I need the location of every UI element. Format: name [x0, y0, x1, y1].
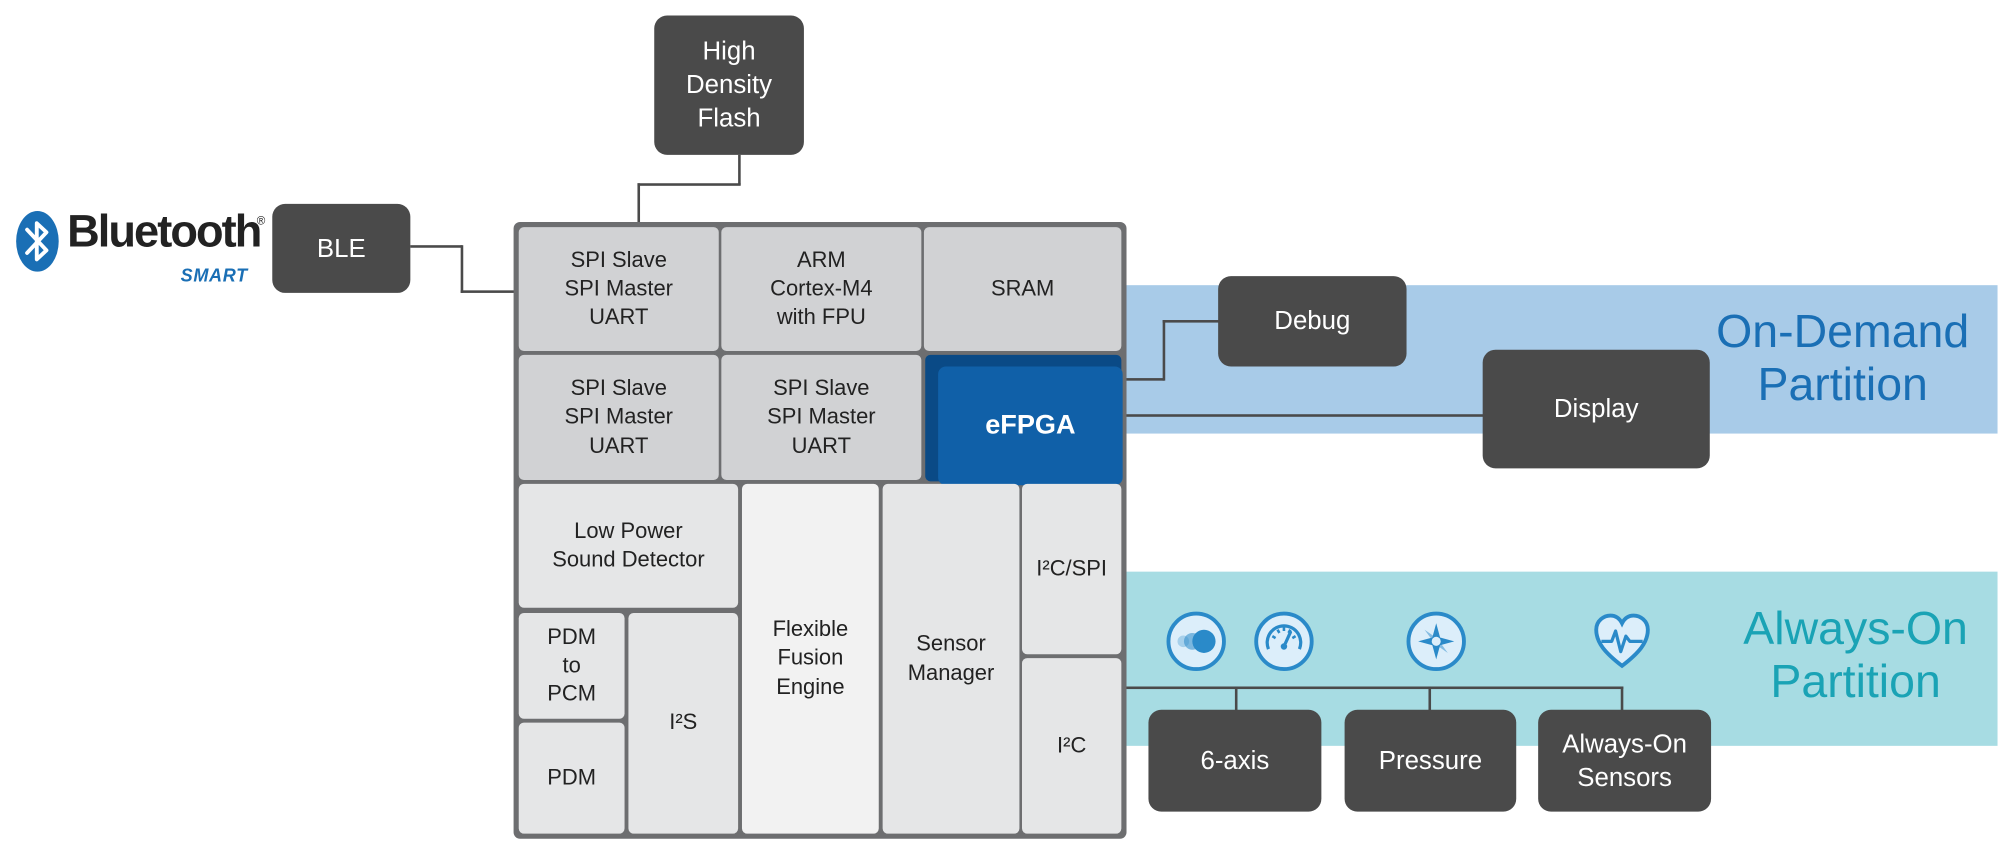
high-density-flash-block: High Density Flash — [654, 15, 804, 155]
connector-ble — [460, 245, 464, 293]
connector-debug — [1162, 320, 1220, 323]
connector-ble — [460, 290, 518, 293]
always-on-partition-label: Always-On Partition — [1743, 601, 1968, 708]
i2c-block: I²C — [1021, 658, 1122, 834]
flexible-fusion-engine-block: Flexible Fusion Engine — [741, 483, 879, 834]
low-power-sound-detector-block: Low Power Sound Detector — [518, 483, 739, 608]
i2c-spi-block: I²C/SPI — [1021, 483, 1122, 655]
pressure-sensor-block: Pressure — [1344, 709, 1517, 812]
efpga-block: eFPGA — [938, 366, 1123, 486]
connector-flash — [637, 183, 741, 186]
connector-debug — [1162, 320, 1166, 381]
sensor-manager-block: Sensor Manager — [882, 483, 1020, 834]
always-on-sensors-block: Always-On Sensors — [1538, 709, 1712, 812]
display-block: Display — [1482, 349, 1710, 469]
ble-block: BLE — [272, 203, 411, 293]
pdm-to-pcm-block: PDM to PCM — [518, 612, 625, 719]
spi-uart-block-3: SPI Slave SPI Master UART — [721, 354, 922, 481]
six-axis-sensor-block: 6-axis — [1148, 709, 1322, 812]
motion-icon — [1166, 611, 1226, 672]
registered-mark: ® — [256, 214, 266, 228]
connector-display — [1125, 414, 1484, 417]
connector-ble — [410, 245, 462, 248]
compass-icon — [1406, 611, 1466, 672]
connector-flash — [738, 154, 741, 185]
bluetooth-icon — [16, 210, 59, 272]
debug-block: Debug — [1218, 276, 1407, 367]
connector-sensor-bus — [1620, 686, 1624, 712]
connector-sensor-bus — [1428, 686, 1432, 712]
bluetooth-smart-tagline: SMART — [180, 264, 248, 286]
sram-block: SRAM — [923, 227, 1122, 351]
bluetooth-wordmark: Bluetooth — [67, 206, 262, 257]
connector-sensor-bus — [1125, 686, 1624, 690]
arm-cortex-m4-block: ARM Cortex-M4 with FPU — [721, 227, 922, 351]
gauge-icon — [1254, 611, 1314, 672]
spi-uart-block-2: SPI Slave SPI Master UART — [518, 354, 719, 481]
heart-rate-icon — [1592, 612, 1651, 671]
pdm-block: PDM — [518, 722, 625, 834]
i2s-block: I²S — [628, 612, 739, 834]
on-demand-partition-label: On-Demand Partition — [1716, 304, 1970, 411]
spi-uart-block-1: SPI Slave SPI Master UART — [518, 227, 719, 351]
bluetooth-logo: Bluetooth ® SMART — [15, 206, 265, 291]
connector-debug — [1125, 378, 1164, 381]
connector-sensor-bus — [1234, 686, 1238, 712]
connector-flash — [637, 183, 641, 225]
